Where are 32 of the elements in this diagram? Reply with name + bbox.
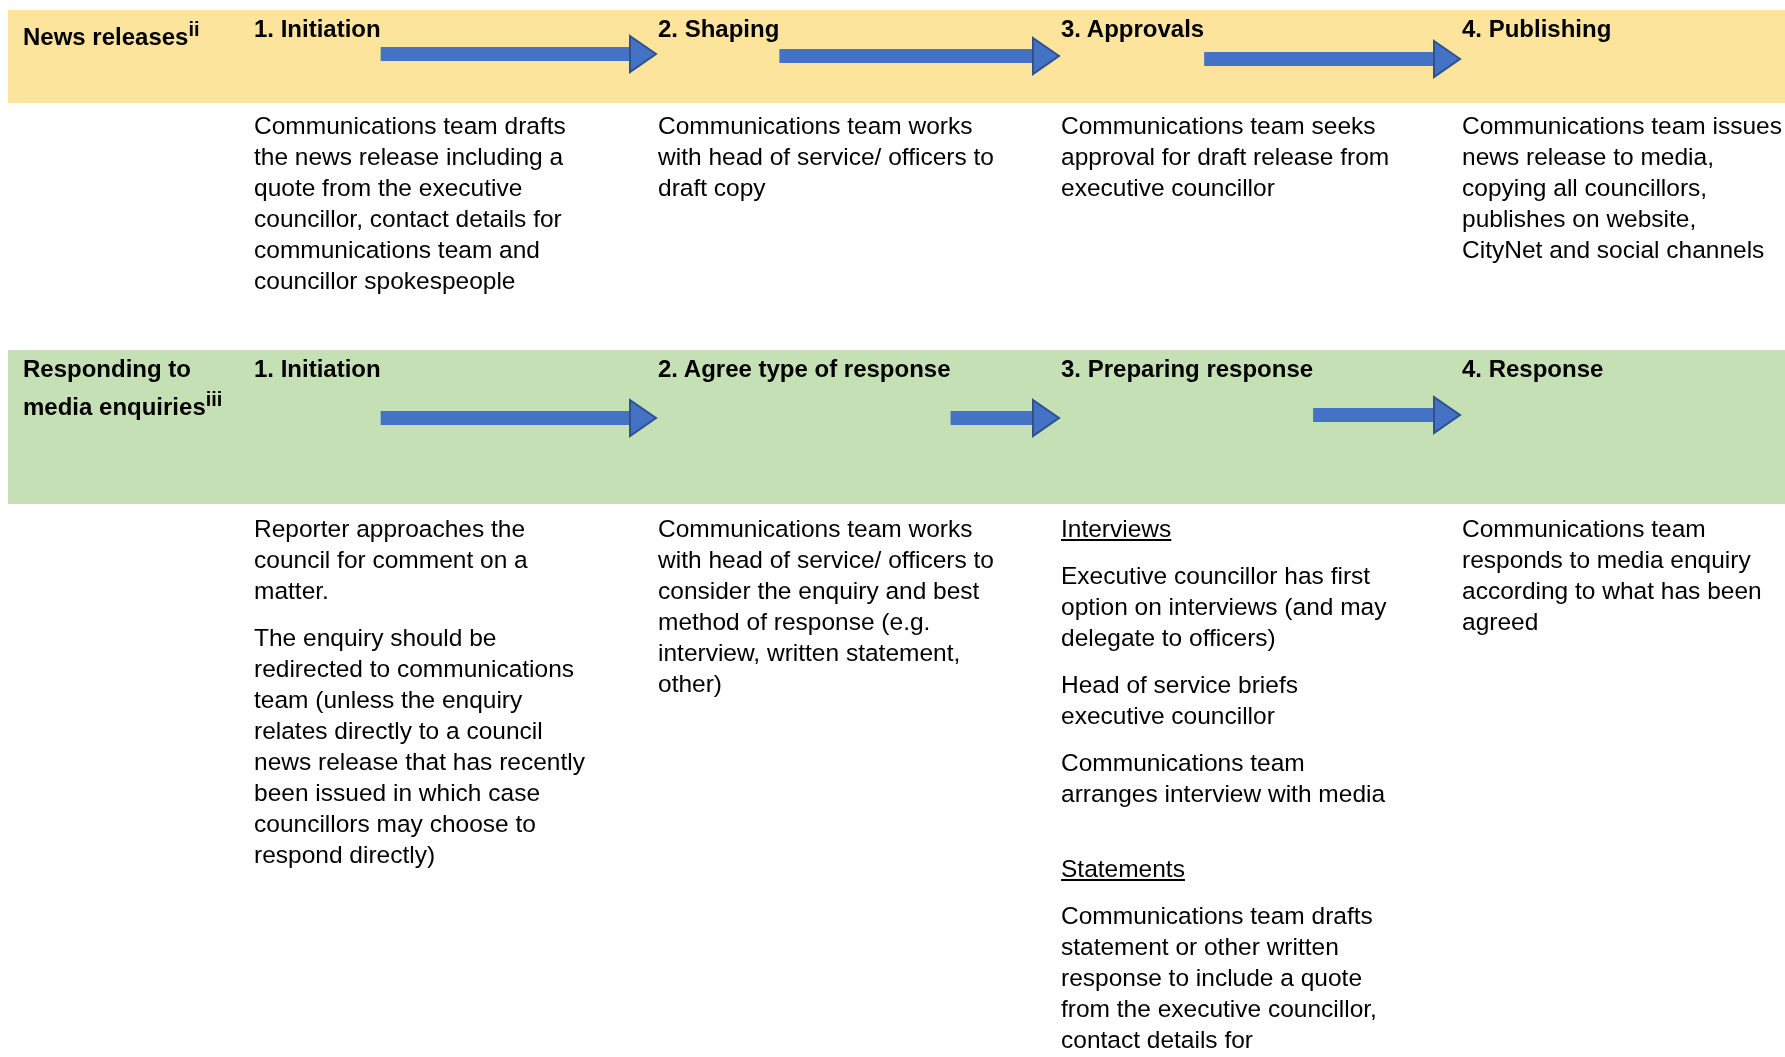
step-description: Head of service briefs executive councillor: [1061, 670, 1299, 731]
row-heading: News releases$^{ii}$: [23, 17, 201, 52]
row-heading: Responding to media enquiries$^{iii}$: [23, 354, 224, 422]
step-heading: 2. Agree type of response: [658, 354, 951, 504]
arrow: [1204, 40, 1461, 78]
step-description: Communications team responds to media enquiry according to what has been agreed: [1462, 514, 1763, 637]
arrow: [1313, 396, 1461, 434]
step-heading: 4. Response: [1462, 354, 1604, 504]
row-band: [8, 10, 1785, 103]
step-description: Communications team drafts the news release including a quote from the executive councillor, contact details for communications team and councillor spokespeople: [254, 111, 567, 296]
step-description: Reporter approaches the council for comment on a matter.: [254, 514, 529, 606]
step-description: The enquiry should be redirected to communications team (unless the enquiry relates directly to a council news release that has recently been issued in which case councillors may choose to respond directly): [254, 623, 586, 870]
step-heading: 3. Approvals: [1061, 14, 1205, 103]
step-description: Executive councillor has first option on interviews (and may delegate to officers): [1061, 561, 1388, 653]
arrow: [380, 35, 657, 73]
arrow: [380, 399, 657, 437]
step-description: Communications team drafts statement or other written response to include a quote from the executive councillor, contact details for: [1061, 901, 1378, 1055]
step-description: Communications team arranges interview with media: [1061, 748, 1387, 809]
row-band: [8, 350, 1785, 504]
arrow: [779, 37, 1060, 75]
section-heading: Interviews: [1061, 514, 1173, 544]
arrow: [950, 399, 1060, 437]
step-description: Communications team works with head of service/ officers to consider the enquiry and best method of response (e.g. interview, written statement, other): [658, 514, 995, 699]
section-heading: Statements: [1061, 854, 1186, 884]
step-heading: 4. Publishing: [1462, 14, 1612, 103]
step-description: Communications team issues news release to media, copying all councillors, publishes on website, CityNet and social channels: [1462, 111, 1782, 265]
step-heading: 1. Initiation: [254, 14, 381, 103]
step-description: Communications team works with head of service/ officers to draft copy: [658, 111, 995, 203]
step-heading: 2. Shaping: [658, 14, 780, 103]
step-heading: 3. Preparing response: [1061, 354, 1314, 504]
step-heading: 1. Initiation: [254, 354, 381, 504]
step-description: Communications team seeks approval for draft release from executive councillor: [1061, 111, 1391, 203]
